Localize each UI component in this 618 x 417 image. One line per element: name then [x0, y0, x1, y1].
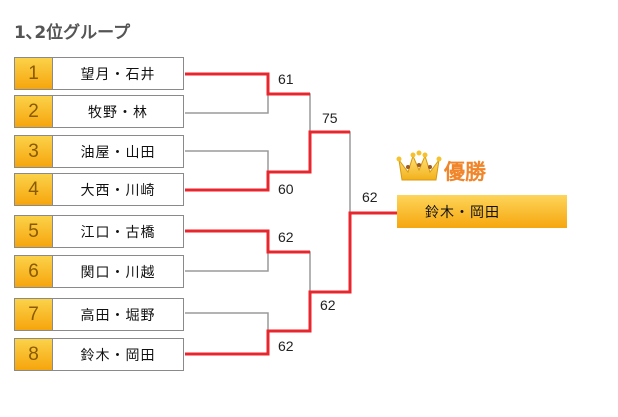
score-final: 62 [362, 189, 378, 205]
score-r1-m2: 60 [278, 181, 294, 197]
team-name: 江口・古橋 [80, 224, 156, 241]
entry-5: 5 江口・古橋 [14, 215, 184, 248]
team-name: 鈴木・岡田 [80, 347, 156, 364]
crown-icon [396, 150, 442, 181]
seed-number: 1 [15, 58, 53, 89]
score-sf-1: 75 [322, 110, 338, 126]
entry-7: 7 高田・堀野 [14, 298, 184, 331]
entry-6: 6 関口・川越 [14, 255, 184, 288]
team-name: 大西・川崎 [80, 182, 156, 199]
team-name: 高田・堀野 [80, 307, 156, 324]
group-title: 1､2位グループ [14, 23, 131, 43]
seed-number: 7 [15, 299, 53, 330]
team-name: 油屋・山田 [80, 144, 156, 161]
score-r1-m3: 62 [278, 229, 294, 245]
team-name: 牧野・林 [88, 104, 148, 121]
entry-3: 3 油屋・山田 [14, 135, 184, 168]
score-r1-m4: 62 [278, 338, 294, 354]
entry-1: 1 望月・石井 [14, 57, 184, 90]
seed-number: 2 [15, 96, 53, 127]
score-r1-m1: 61 [278, 71, 294, 87]
entry-2: 2 牧野・林 [14, 95, 184, 128]
seed-number: 6 [15, 256, 53, 287]
champion-name: 鈴木・岡田 [425, 204, 500, 221]
entry-4: 4 大西・川崎 [14, 173, 184, 206]
champion-label: 優勝 [444, 160, 486, 184]
seed-number: 8 [15, 339, 53, 370]
score-sf-2: 62 [320, 297, 336, 313]
seed-number: 5 [15, 216, 53, 247]
team-name: 関口・川越 [80, 264, 156, 281]
seed-number: 3 [15, 136, 53, 167]
team-name: 望月・石井 [80, 66, 156, 83]
champion-box: 鈴木・岡田 [397, 195, 567, 228]
seed-number: 4 [15, 174, 53, 205]
entry-8: 8 鈴木・岡田 [14, 338, 184, 371]
